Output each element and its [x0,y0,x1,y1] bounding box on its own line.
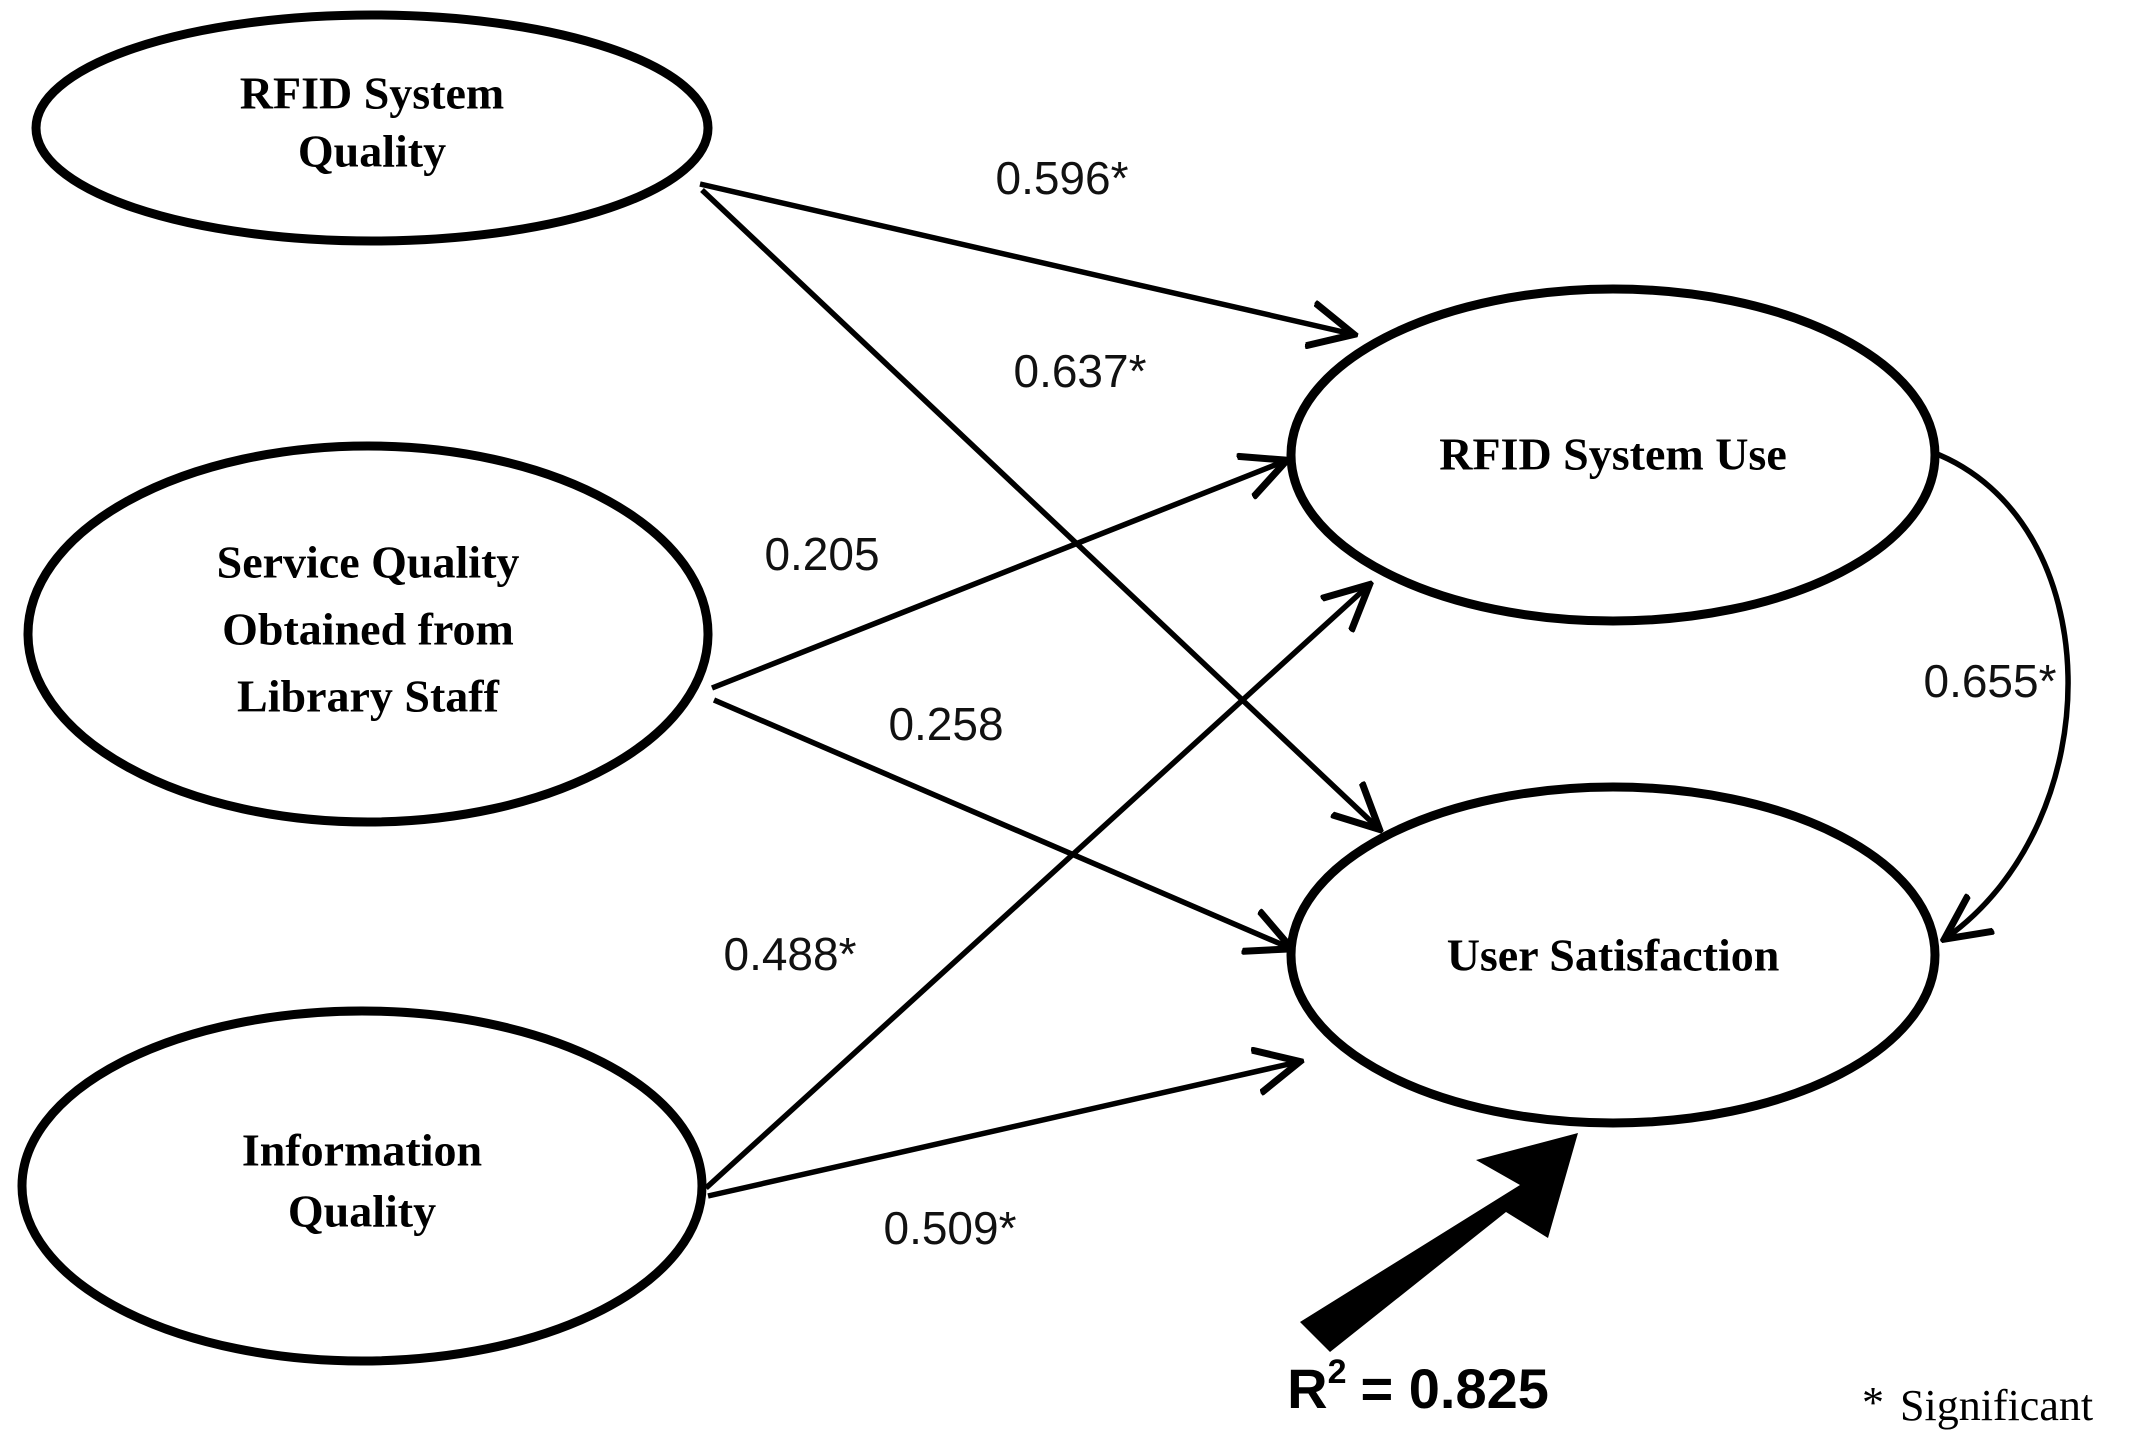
coefficient-label-infoq-to-sat: 0.509* [883,1202,1016,1254]
r-squared-label: R2 = 0.825 [1287,1353,1549,1420]
node-label-rfid-system-use: RFID System Use [1439,429,1787,480]
coefficient-label-sysq-to-sat: 0.637* [1013,345,1146,397]
path-line-infoq-to-sat [707,1062,1298,1199]
r-squared-value: = 0.825 [1360,1357,1548,1420]
coefficient-label-servq-to-use: 0.205 [764,528,879,580]
ellipse-information-quality [17,1006,707,1366]
legend-significant-text: Significant [1900,1381,2093,1430]
node-label-rfid-system-quality-line2: Quality [298,126,446,177]
legend-asterisk-marker: * [1862,1378,1884,1427]
node-label-information-quality-line1: Information [242,1125,482,1176]
node-label-rfid-system-quality: RFID System [240,68,504,119]
coefficient-label-servq-to-sat: 0.258 [888,698,1003,750]
node-information-quality[interactable]: Information Quality [17,1006,707,1366]
path-line-servq-to-sat [712,697,1290,948]
coefficient-label-sysq-to-use: 0.596* [995,152,1128,204]
node-user-satisfaction[interactable]: User Satisfaction [1286,782,1940,1128]
node-label-service-quality-line1: Service Quality [217,537,520,588]
coefficient-label-infoq-to-use: 0.488* [723,928,856,980]
path-curve-use-to-sat [1931,449,2071,938]
ellipse-rfid-system-quality [31,10,713,246]
path-line-infoq-to-use [704,586,1368,1191]
node-label-user-satisfaction: User Satisfaction [1447,930,1780,981]
node-label-service-quality-line2: Obtained from [222,604,514,655]
path-line-sysq-to-sat [700,188,1378,828]
node-service-quality[interactable]: Service Quality Obtained from Library St… [23,441,713,827]
node-label-information-quality-line2: Quality [288,1186,436,1237]
ellipse-rfid-system-use [1286,284,1940,626]
path-line-sysq-to-use [699,181,1352,334]
ellipse-user-satisfaction [1286,782,1940,1128]
node-rfid-system-quality[interactable]: RFID System Quality [31,10,713,246]
ellipse-service-quality [23,441,713,827]
r-squared-base: R [1287,1357,1327,1420]
legend-significant: * Significant [1862,1378,2093,1430]
r-squared-exponent: 2 [1328,1353,1347,1391]
coefficient-label-use-to-sat: 0.655* [1923,655,2056,707]
r-squared-pointer-arrow [1300,1133,1578,1352]
path-line-servq-to-use [710,461,1285,691]
node-rfid-system-use[interactable]: RFID System Use [1286,284,1940,626]
node-label-service-quality-line3: Library Staff [237,671,500,722]
